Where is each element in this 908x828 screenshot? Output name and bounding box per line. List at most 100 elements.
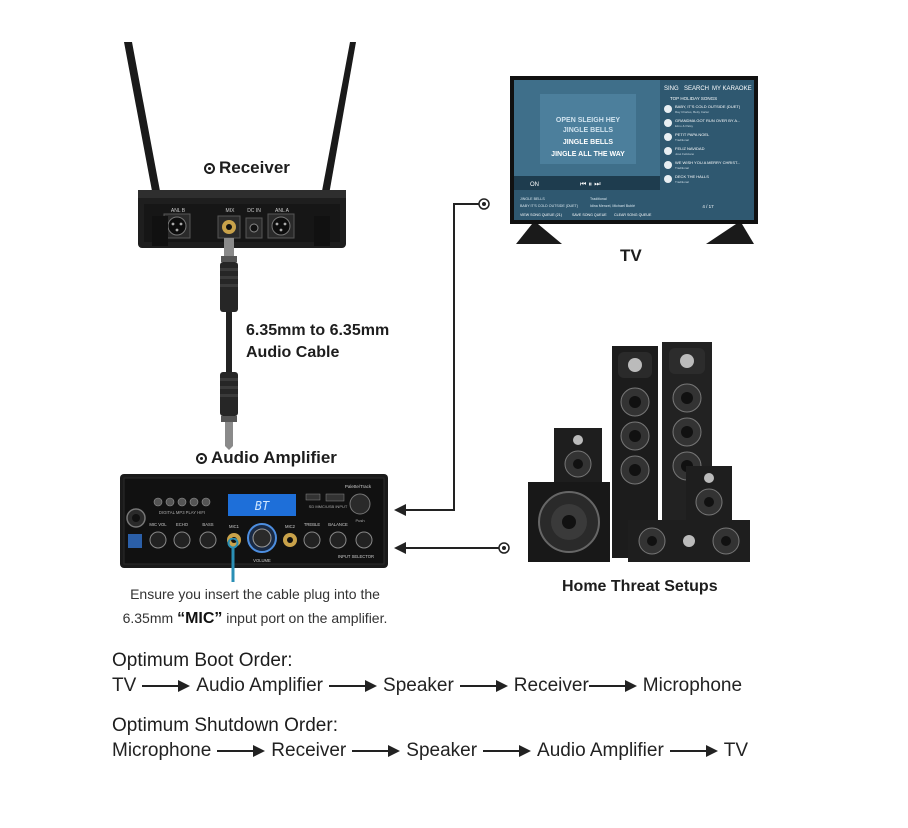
shutdown-order-sequence: Microphone Receiver Speaker Audio Amplif… [112,740,748,762]
tv-nav-item: SEARCH [684,86,709,92]
tv-lyric: OPEN SLEIGH HEY [556,117,621,124]
tv-song-title: BABY, IT'S COLD OUTSIDE (DUET) [675,104,741,109]
mic-emphasis: “MIC” [177,610,223,627]
right-arrow-icon [142,679,191,693]
right-arrow-icon [352,744,401,758]
tv-on-label: ON [530,182,539,188]
boot-order-sequence: TV Audio Amplifier Speaker Receiver Micr… [112,675,742,697]
tv-nav-item: MY KARAOKE [712,86,752,92]
amp-knob-label: BASS [202,522,213,527]
tv-song-artist: Elmo & Patsy [675,124,694,128]
tv-label: TV [620,246,642,265]
tv-queue-button: VIEW SONG QUEUE (21) [520,213,562,217]
subwoofer [528,482,610,562]
mix-jack [217,215,241,239]
right-arrow-icon [329,679,378,693]
amp-knob-row [149,531,373,549]
left-antenna [124,42,166,223]
tv-song-artist: Ray Charles, Betty Carter [675,110,709,114]
tv-song-title: PETIT PAPA NOEL [675,132,710,137]
right-arrow-icon [459,679,508,693]
amplifier-illustration: DIGITAL MP3 PLAY HIFI BT SD MMC/USB INPU… [120,474,388,568]
tv-queue-cell: BABY IT'S COLD OUTSIDE (DUET) [520,204,578,208]
mic-note-line2: 6.35mm “MIC” input port on the amplifier… [122,610,388,627]
bullet-icon [196,453,207,464]
amp-input-text: SD MMC/USB INPUT [309,504,348,509]
tv-page-indicator: 4 / 17 [702,204,714,209]
right-arrow-icon [217,744,266,758]
amp-knob-label: MIC2 [285,524,296,529]
boot-order-title: Optimum Boot Order: [112,650,293,671]
receiver-port-label: ANL A [275,208,290,214]
shutdown-step: Receiver [271,740,347,761]
boot-step: Microphone [642,675,743,696]
boot-step: TV [112,675,137,696]
shutdown-step: Audio Amplifier [537,740,664,761]
tv-queue-button: CLEAR SONG QUEUE [614,213,652,217]
tv-song-list: BABY, IT'S COLD OUTSIDE (DUET)Ray Charle… [664,104,741,184]
mic-pointer [227,538,239,582]
amp-knob-label: ECHO [176,522,189,527]
connection-lines [394,198,510,554]
right-arrow-icon [588,679,637,693]
mic-note-line1: Ensure you insert the cable plug into th… [130,586,380,602]
tv-to-amp-connector [394,198,490,516]
tv-song-artist: Traditional [675,138,689,142]
cable-label: 6.35mm to 6.35mm Audio Cable [246,320,389,364]
shutdown-step: TV [723,740,749,761]
dc-in-port [245,217,263,239]
tv-song-title: DECK THE HALLS [675,174,709,179]
tv-player-controls: ⏮ ⏸ ⏭ [580,180,601,188]
boot-step: Audio Amplifier [196,675,324,696]
xlr-port-a [267,213,295,239]
tv-lyric: JINGLE BELLS [563,127,614,134]
amp-palette-label: Palette/Track [345,484,372,489]
center-speaker [628,520,750,562]
tv-nav-item: SING [664,86,679,92]
bullet-icon [204,163,215,174]
boot-step: Receiver [513,675,589,696]
cable-label-line1: 6.35mm to 6.35mm [246,322,390,339]
tv-right-foot [706,224,754,244]
tv-song-artist: Traditional [675,166,689,170]
shutdown-order-title: Optimum Shutdown Order: [112,715,338,736]
right-arrow-icon [483,744,532,758]
tv-left-foot [516,224,562,244]
tv-queue-cell: JINGLE BELLS [520,197,545,201]
amp-display [228,494,296,516]
shutdown-step: Speaker [406,740,478,761]
amp-display-text: BT [255,499,270,513]
tv-song-title: FELIZ NAVIDAD [675,146,705,151]
receiver-label: Receiver [204,158,290,178]
tv-song-title: GRANDMA GOT RUN OVER BY A... [675,118,740,123]
amplifier-label: Audio Amplifier [196,448,337,468]
tv-queue-button: SAVE SONG QUEUE [572,213,607,217]
receiver-port-label: MIX [226,208,236,214]
right-antenna [316,42,356,223]
receiver-illustration: ANL B MIX DC IN ANL A [124,42,356,248]
speakers-illustration [528,342,750,562]
audio-cable [220,238,238,450]
amp-knob-label: MIC1 [229,524,240,529]
receiver-port-label: ANL B [171,208,186,214]
receiver-port-label: DC IN [247,208,261,214]
tv-illustration: OPEN SLEIGH HEY JINGLE BELLS JINGLE BELL… [510,76,758,244]
amp-knob-label: MIC VOL [149,522,167,527]
amp-knob-label: BALANCE [328,522,348,527]
xlr-port-b [163,213,191,239]
tv-song-artist: José Feliciano [675,152,695,156]
right-arrow-icon [669,744,718,758]
boot-step: Speaker [383,675,454,696]
tv-queue-cell: Idina Menzel, Michael Bublé [590,204,635,208]
shutdown-step: Microphone [112,740,212,761]
tv-song-title: WE WISH YOU A MERRY CHRIST... [675,160,740,165]
tv-lyric: JINGLE BELLS [563,139,614,146]
amp-panel-text: DIGITAL MP3 PLAY HIFI [159,510,205,515]
tv-queue-cell: Traditional [590,197,607,201]
speakers-label: Home Threat Setups [562,578,718,595]
amp-knob-label: INPUT SELECTOR [338,554,374,559]
amp-knob-label: TREBLE [304,522,320,527]
amp-push-label: Push [355,518,364,523]
bookshelf-speaker-left [554,428,602,486]
tv-list-title: TOP HOLIDAY SONGS [670,96,717,101]
